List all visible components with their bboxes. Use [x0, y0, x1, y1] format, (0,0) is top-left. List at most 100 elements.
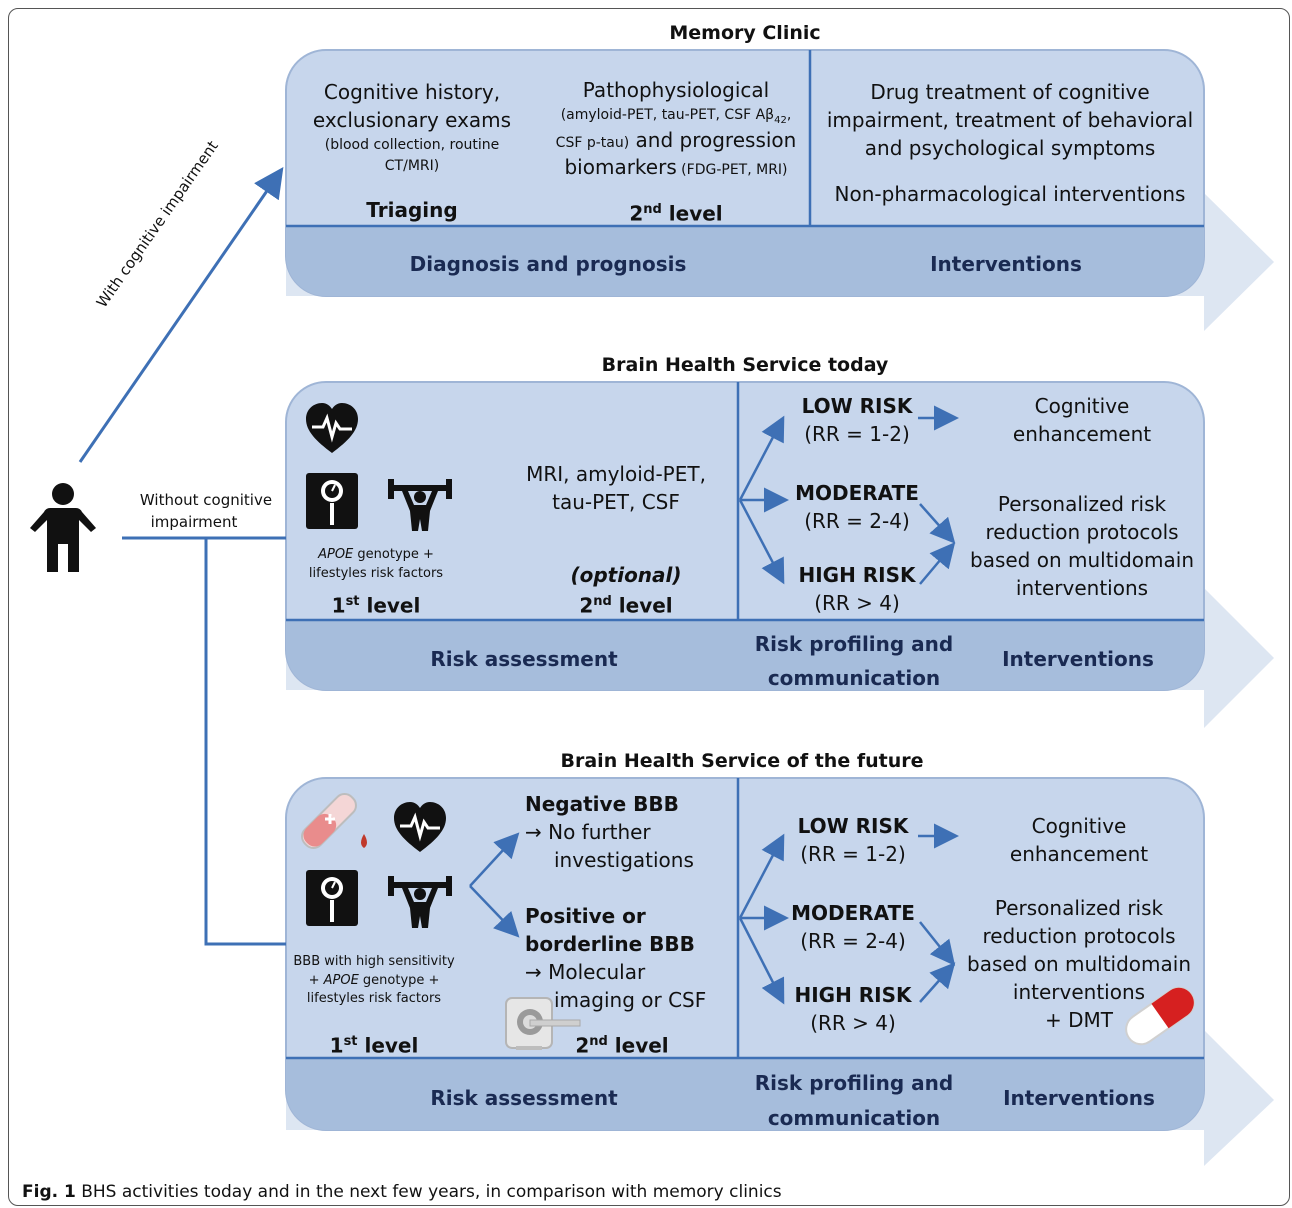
- future-footer-profiling-2: communication: [767, 1106, 941, 1130]
- future-outcome1-line-2: enhancement: [1009, 842, 1149, 866]
- level-word: level: [607, 1033, 669, 1058]
- today-outcome1-line-2: enhancement: [1012, 422, 1152, 446]
- today-level2-line-2: tau-PET, CSF: [552, 490, 680, 514]
- future-outcome1-line-1: Cognitive: [1031, 814, 1127, 838]
- genotype-text: genotype +: [358, 973, 440, 988]
- today-outcome2-line-4: interventions: [1015, 576, 1149, 600]
- capsule-icon: [1125, 986, 1195, 1046]
- level-number: 2: [579, 593, 594, 618]
- without-impairment-label-1: Without cognitive: [139, 491, 273, 509]
- future-high-rr: (RR > 4): [810, 1011, 896, 1035]
- interventions-line-2: impairment, treatment of behavioral: [826, 108, 1194, 132]
- today-outcome2-line-3: based on multidomain: [969, 548, 1195, 572]
- caption-label: Fig. 1: [22, 1182, 76, 1202]
- memory-2nd-level-label: 2nd level: [629, 196, 722, 228]
- interventions-line-3: and psychological symptoms: [864, 136, 1156, 160]
- future-outcome2-line-1: Personalized risk: [994, 896, 1164, 920]
- level-number: 1: [331, 593, 346, 618]
- today-low-rr: (RR = 1-2): [804, 422, 910, 446]
- heart-pulse-icon: [394, 802, 446, 852]
- future-level1-small-3: lifestyles risk factors: [306, 991, 442, 1006]
- positive-bbb-line-2: imaging or CSF: [554, 988, 707, 1012]
- level-word: level: [357, 1033, 419, 1058]
- positive-bbb-title-1: Positive or: [525, 904, 646, 928]
- today-footer-profiling-2: communication: [767, 666, 941, 690]
- apoe-italic: APOE: [318, 547, 354, 562]
- negative-bbb-title: Negative BBB: [525, 792, 679, 816]
- pathophysiological-line-2: (amyloid-PET, tau-PET, CSF Aβ42,: [561, 105, 792, 131]
- today-optional-label: (optional): [570, 563, 682, 587]
- level-number: 2: [629, 201, 644, 226]
- pathophysiological-line-3: CSF p-tau) and progression: [556, 126, 797, 156]
- today-outcome2-line-1: Personalized risk: [997, 492, 1167, 516]
- today-footer-profiling-1: Risk profiling and: [754, 632, 954, 656]
- level-word: level: [611, 593, 673, 618]
- interventions-line-1: Drug treatment of cognitive: [870, 80, 1150, 104]
- memory-footer-interventions: Interventions: [930, 252, 1082, 276]
- negative-bbb-line-1: → No further: [525, 820, 651, 844]
- weightlifter-icon: [388, 479, 452, 531]
- pet-scanner-icon: [505, 997, 581, 1050]
- today-2nd-level-label: 2nd level: [579, 588, 672, 620]
- level-word: level: [661, 201, 723, 226]
- future-outcome2-line-3: based on multidomain: [966, 952, 1192, 976]
- future-low-risk: LOW RISK: [797, 814, 909, 838]
- future-high-risk: HIGH RISK: [794, 983, 912, 1007]
- today-1st-level-label: 1st level: [332, 588, 421, 620]
- level-word: level: [359, 593, 421, 618]
- level-sup: st: [343, 1034, 358, 1049]
- pathophysiological-line-1: Pathophysiological: [582, 78, 770, 102]
- comma: ,: [786, 107, 792, 123]
- future-outcome2-line-2: reduction protocols: [982, 924, 1176, 948]
- today-moderate-rr: (RR = 2-4): [804, 509, 910, 533]
- future-low-rr: (RR = 1-2): [800, 842, 906, 866]
- level-sup: nd: [589, 1034, 608, 1049]
- future-risk-arrows: [738, 823, 959, 1005]
- triaging-small-1: (blood collection, routine: [324, 137, 500, 153]
- today-high-rr: (RR > 4): [814, 591, 900, 615]
- scale-icon: [306, 870, 358, 926]
- today-moderate-risk: MODERATE: [795, 481, 919, 505]
- bhs-today-title: Brain Health Service today: [601, 354, 889, 376]
- memory-clinic-title: Memory Clinic: [669, 22, 821, 44]
- future-2nd-level-label: 2nd level: [575, 1028, 668, 1060]
- with-impairment-arrow: [78, 167, 284, 463]
- memory-footer-diagnosis: Diagnosis and prognosis: [409, 252, 687, 276]
- future-level1-small-2: + APOE genotype +: [309, 972, 440, 990]
- abeta-subscript: 42: [774, 114, 787, 126]
- triaging-label: Triaging: [366, 198, 458, 222]
- triaging-small-2: CT/MRI): [384, 158, 440, 174]
- today-risk-arrows: [738, 405, 959, 585]
- memory-clinic-panel: [285, 49, 1205, 297]
- future-footer-interventions: Interventions: [1003, 1086, 1155, 1110]
- biomarker-list-b: CSF p-tau): [555, 135, 630, 151]
- today-footer-interventions: Interventions: [1002, 647, 1154, 671]
- figure-frame: [8, 8, 1290, 1206]
- level-number: 2: [575, 1033, 590, 1058]
- biomarker-list-c: (FDG-PET, MRI): [676, 162, 788, 178]
- bbb-branch-arrows: [469, 832, 520, 938]
- today-level2-line-1: MRI, amyloid-PET,: [526, 462, 706, 486]
- caption-text: BHS activities today and in the next few…: [81, 1182, 782, 1202]
- today-outcome2-line-2: reduction protocols: [985, 520, 1179, 544]
- genotype-text: genotype +: [353, 547, 434, 562]
- today-level1-small-2: lifestyles risk factors: [308, 566, 444, 581]
- today-low-risk: LOW RISK: [801, 394, 913, 418]
- negative-bbb-line-2: investigations: [554, 848, 694, 872]
- pathophysiological-line-4: biomarkers (FDG-PET, MRI): [564, 153, 787, 183]
- interventions-line-4: Non-pharmacological interventions: [834, 182, 1186, 206]
- today-level1-small-1: APOE genotype +: [318, 546, 434, 564]
- biomarkers-text: biomarkers: [564, 155, 677, 179]
- future-outcome2-line-4: interventions: [1012, 980, 1146, 1004]
- bhs-today-panel: [285, 381, 1205, 691]
- triaging-line-1: Cognitive history,: [323, 80, 501, 104]
- test-tube-icon: [301, 793, 367, 849]
- progression-text: and progression: [629, 128, 797, 152]
- today-outcome1-line-1: Cognitive: [1034, 394, 1130, 418]
- future-level1-small-1: BBB with high sensitivity: [293, 954, 455, 969]
- heart-pulse-icon: [306, 403, 358, 453]
- figure-caption: Fig. 1 BHS activities today and in the n…: [22, 1182, 782, 1202]
- level-number: 1: [329, 1033, 344, 1058]
- without-impairment-label-2: impairment: [150, 513, 238, 531]
